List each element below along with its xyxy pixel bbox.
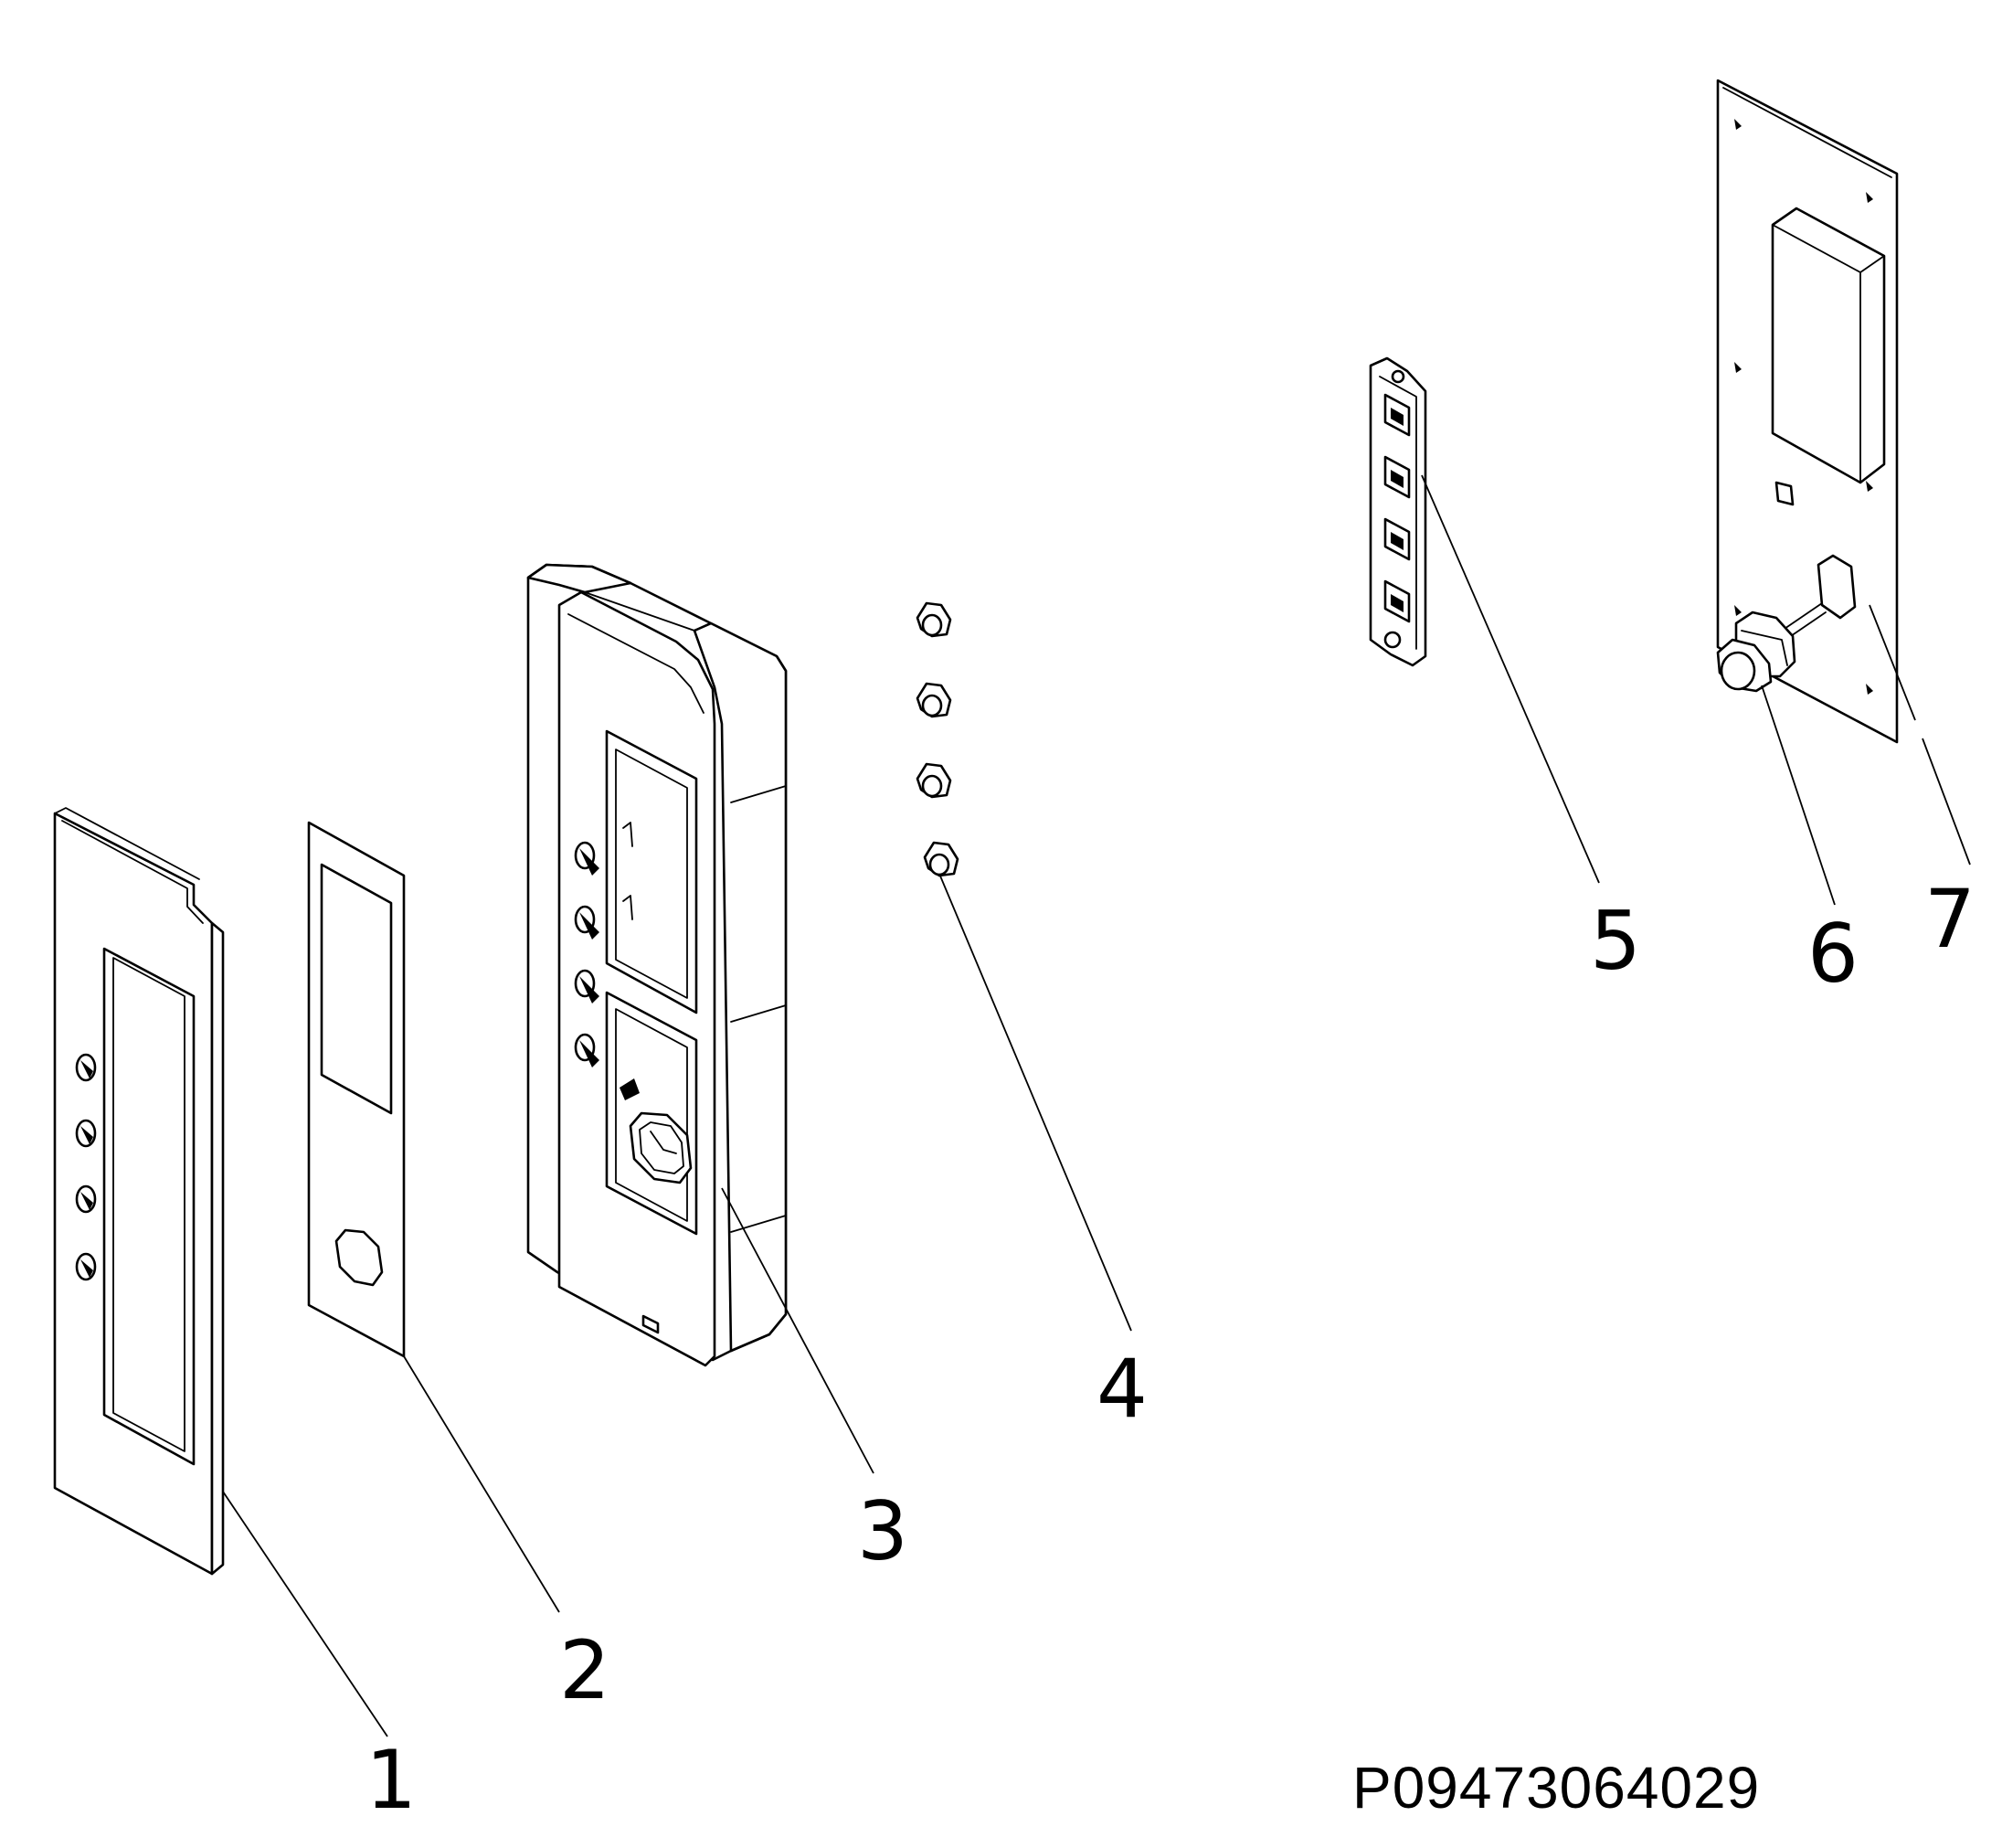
part-7-main-board [1716,79,1899,744]
part-5-button-board [1369,356,1427,667]
leader-lines [222,474,1971,1737]
part-3-button-holes [574,822,633,1067]
document-number: P09473064029 [1352,1755,1760,1821]
callout-3: 3 [857,1484,908,1578]
part-4-push-buttons [916,601,959,877]
callout-labels: 1 2 3 4 5 6 7 [365,872,1976,1827]
part-2-overlay-label [307,821,406,1358]
callout-2: 2 [559,1623,610,1717]
callout-7: 7 [1924,872,1976,966]
callout-4: 4 [1096,1342,1148,1436]
part-3-control-housing [526,563,788,1367]
callout-6: 6 [1807,907,1859,1001]
part-6-encoder-knob [1716,611,1796,693]
part-1-front-bezel [53,807,225,1576]
part-3-knob-opening [629,1111,693,1184]
callout-5: 5 [1590,894,1641,988]
part-1-button-holes [75,1053,97,1281]
part-5-switches [1383,369,1411,649]
callout-1: 1 [365,1733,417,1827]
